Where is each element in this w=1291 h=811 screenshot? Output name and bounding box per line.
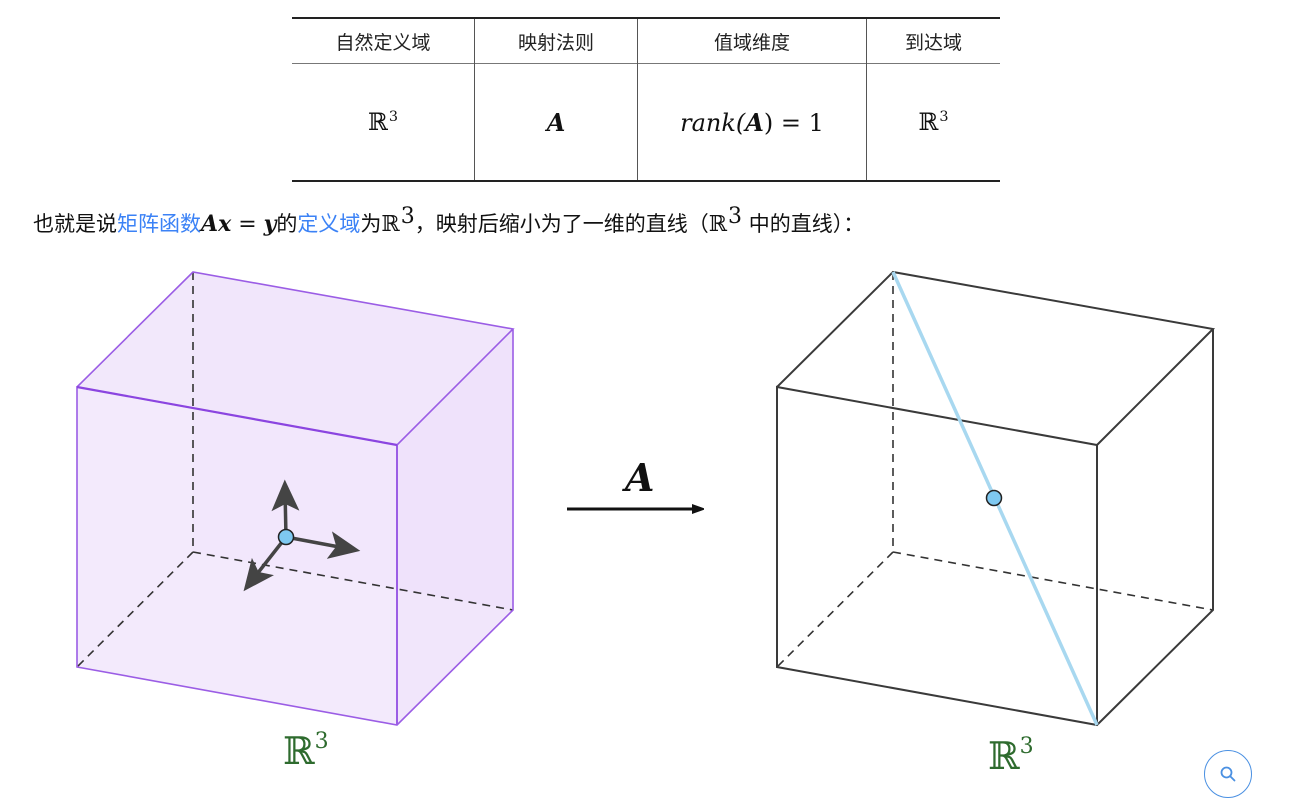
domain-exponent: 3 [388, 109, 399, 125]
matrix-function-link[interactable]: 矩阵函数 [117, 212, 201, 236]
domain-label: ℝ3 [283, 729, 329, 773]
map-matrix: A [546, 107, 566, 137]
cube-left-front-face [77, 387, 397, 725]
r3-symbol-1: ℝ [381, 212, 400, 237]
header-range-dim: 值域维度 [637, 18, 867, 64]
rank-prefix: rank( [680, 108, 746, 137]
mapping-arrow: A [567, 455, 700, 509]
codomain-symbol: ℝ [918, 108, 939, 136]
cube-right-hidden-edge [892, 551, 1214, 611]
cell-rank: rank(A) = 1 [637, 63, 867, 181]
domain-cube: ℝ3 [76, 271, 515, 773]
search-button[interactable] [1204, 750, 1252, 798]
header-map: 映射法则 [474, 18, 638, 64]
cell-codomain: ℝ3 [866, 63, 1000, 181]
header-codomain: 到达域 [866, 18, 1000, 64]
cube-left-top-face [77, 272, 513, 445]
codomain-cube: ℝ3 [776, 270, 1216, 778]
cube-left-front-edge [76, 385, 398, 447]
explanation-sentence: 也就是说矩阵函数Ax = y的定义域为ℝ3，映射后缩小为了一维的直线（ℝ3 中的… [33, 204, 864, 238]
codomain-exponent: 3 [939, 109, 949, 125]
sentence-text-3: 为 [360, 212, 382, 236]
domain-link[interactable]: 定义域 [297, 212, 361, 236]
sentence-text-1: 也就是说 [33, 212, 117, 236]
range-point [985, 489, 1003, 507]
codomain-label-symbol: ℝ [988, 734, 1020, 778]
eq-equals: = [231, 212, 264, 237]
codomain-label: ℝ3 [988, 734, 1034, 778]
cube-right-hidden-edge [776, 551, 894, 668]
cell-map: A [474, 63, 638, 181]
table-row: ℝ3 A rank(A) = 1 ℝ3 [292, 63, 1000, 181]
basis-arrow-right [285, 531, 361, 559]
cube-left-right-face [397, 329, 513, 725]
domain-label-symbol: ℝ [283, 729, 315, 773]
sentence-text-2: 的 [276, 212, 298, 236]
origin-point [277, 528, 295, 546]
eq-x: x [218, 211, 232, 237]
table-header-row: 自然定义域 映射法则 值域维度 到达域 [292, 18, 1000, 64]
cut-off-next-paragraph [33, 800, 1033, 811]
mapping-figure: ℝ3 A ℝ3 [76, 270, 1216, 778]
eq-A: A [201, 211, 219, 237]
mapping-table: 自然定义域 映射法则 值域维度 到达域 ℝ3 A rank(A) = 1 ℝ3 [292, 17, 1000, 182]
eq-y: y [263, 211, 277, 237]
header-domain: 自然定义域 [292, 18, 475, 64]
cube-left-hidden-edge [192, 551, 514, 611]
domain-symbol: ℝ [367, 108, 388, 136]
cell-domain: ℝ3 [292, 63, 475, 181]
r3-symbol-2: ℝ [708, 212, 728, 237]
r3-exp-2: 3 [728, 204, 743, 229]
rank-matrix: A [745, 107, 764, 137]
cube-right-edges [776, 270, 1216, 727]
domain-label-exp: 3 [315, 729, 329, 754]
search-icon [1220, 766, 1236, 782]
mapping-arrow-label: A [622, 455, 654, 500]
codomain-label-exp: 3 [1020, 734, 1034, 759]
sentence-text-4: ，映射后缩小为了一维的直线（ [414, 212, 709, 236]
rank-suffix: ) = 1 [763, 108, 824, 137]
r3-exp-1: 3 [400, 204, 415, 229]
basis-arrow-down [243, 535, 288, 592]
sentence-text-5: 中的直线）： [742, 212, 865, 236]
